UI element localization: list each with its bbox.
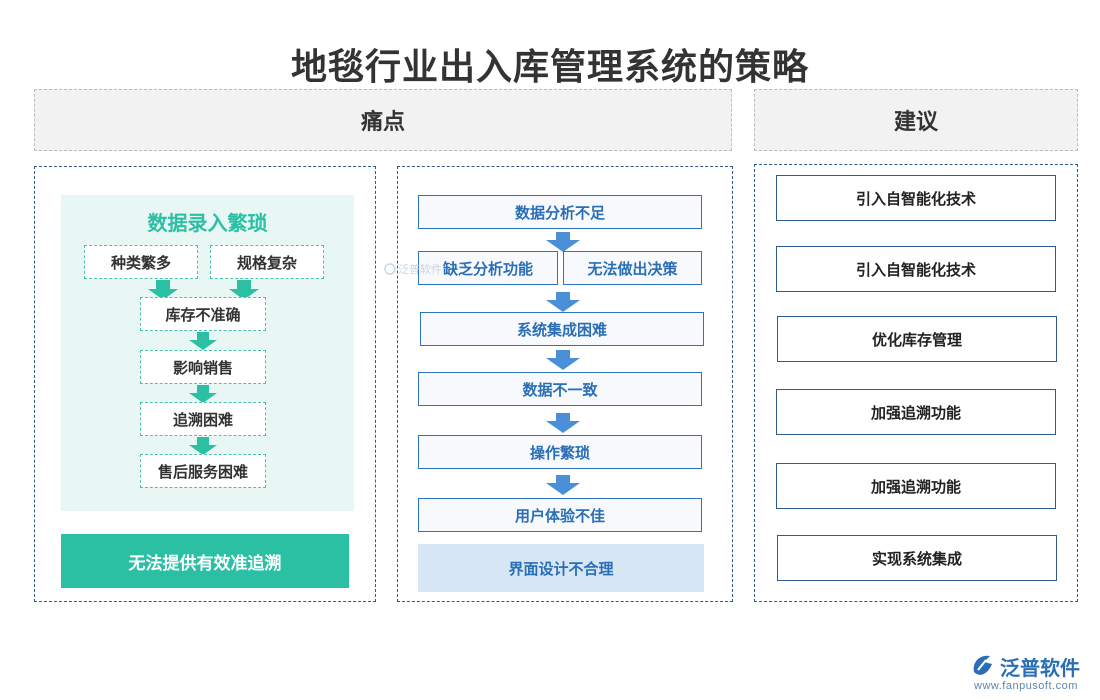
affect-sales-label: 影响销售 (172, 359, 233, 377)
tedious-operation-label: 操作繁琐 (529, 444, 590, 462)
pain-points-header: 痛点 (34, 89, 732, 151)
data-entry-heading: 数据录入繁琐 (147, 213, 268, 235)
brand-url: www.fanpusoft.com (974, 680, 1078, 692)
after-sales-difficulty-box: 售后服务困难 (140, 454, 266, 488)
tedious-operation-box: 操作繁琐 (418, 435, 702, 469)
inaccurate-inventory-box: 库存不准确 (140, 297, 266, 331)
suggestion-label-2: 引入自智能化技术 (855, 261, 976, 279)
bad-interface-design-label: 界面设计不合理 (508, 560, 614, 578)
arrow-down-icon (546, 475, 580, 495)
brand-logo: 泛普软件 www.fanpusoft.com (970, 650, 1096, 696)
poor-user-experience-box: 用户体验不佳 (418, 498, 702, 532)
trace-difficulty-label: 追溯困难 (172, 411, 233, 429)
trace-difficulty-box: 追溯困难 (140, 402, 266, 436)
no-effective-trace-banner: 无法提供有效准追溯 (61, 534, 349, 588)
insufficient-analysis-box: 数据分析不足 (418, 195, 702, 229)
arrow-down-icon (229, 280, 259, 300)
suggestion-box-6: 实现系统集成 (777, 535, 1057, 581)
integration-difficulty-box: 系统集成困难 (420, 312, 704, 346)
variety-label: 种类繁多 (110, 254, 171, 272)
suggestions-panel (754, 164, 1078, 602)
suggestion-label-6: 实现系统集成 (871, 550, 962, 568)
watermark-text: 泛普软件 (398, 264, 442, 276)
suggestions-header-label: 建议 (893, 109, 938, 134)
suggestion-label-1: 引入自智能化技术 (855, 190, 976, 208)
insufficient-analysis-label: 数据分析不足 (514, 204, 605, 222)
arrow-down-icon (189, 385, 217, 403)
after-sales-difficulty-label: 售后服务困难 (157, 463, 248, 481)
no-effective-trace-label: 无法提供有效准追溯 (128, 553, 282, 573)
variety-box: 种类繁多 (84, 245, 198, 279)
arrow-down-icon (546, 232, 580, 252)
cannot-decide-box: 无法做出决策 (563, 251, 702, 285)
suggestion-box-4: 加强追溯功能 (776, 389, 1056, 435)
suggestion-box-2: 引入自智能化技术 (776, 246, 1056, 292)
page-title: 地毯行业出入库管理系统的策略 (290, 46, 809, 87)
suggestion-label-3: 优化库存管理 (871, 331, 962, 349)
left-pain-panel (34, 166, 376, 602)
lack-analysis-function-label: 缺乏分析功能 (442, 260, 533, 278)
pain-points-header-label: 痛点 (360, 109, 405, 134)
suggestion-box-5: 加强追溯功能 (776, 463, 1056, 509)
suggestions-header: 建议 (754, 89, 1078, 151)
brand-logo-icon (973, 655, 992, 675)
suggestion-box-3: 优化库存管理 (777, 316, 1057, 362)
inaccurate-inventory-label: 库存不准确 (165, 306, 241, 324)
suggestion-label-5: 加强追溯功能 (870, 478, 961, 496)
suggestion-box-1: 引入自智能化技术 (776, 175, 1056, 221)
arrow-down-icon (546, 292, 580, 312)
brand-name: 泛普软件 (1000, 658, 1080, 680)
arrow-down-icon (546, 413, 580, 433)
watermark: 泛普软件 (384, 261, 442, 277)
data-inconsistency-box: 数据不一致 (418, 372, 702, 406)
arrow-down-icon (546, 350, 580, 370)
suggestion-label-4: 加强追溯功能 (870, 404, 961, 422)
cannot-decide-label: 无法做出决策 (587, 260, 678, 278)
data-inconsistency-label: 数据不一致 (522, 381, 598, 399)
arrow-down-icon (148, 280, 178, 300)
arrow-down-icon (189, 332, 217, 350)
integration-difficulty-label: 系统集成困难 (516, 321, 607, 339)
middle-pain-panel (397, 166, 733, 602)
specification-label: 规格复杂 (236, 254, 297, 272)
watermark-logo-icon (384, 263, 396, 275)
bad-interface-design-banner: 界面设计不合理 (418, 544, 704, 592)
specification-box: 规格复杂 (210, 245, 324, 279)
affect-sales-box: 影响销售 (140, 350, 266, 384)
lack-analysis-function-box: 缺乏分析功能 (418, 251, 558, 285)
poor-user-experience-label: 用户体验不佳 (514, 507, 605, 525)
arrow-down-icon (189, 437, 217, 455)
